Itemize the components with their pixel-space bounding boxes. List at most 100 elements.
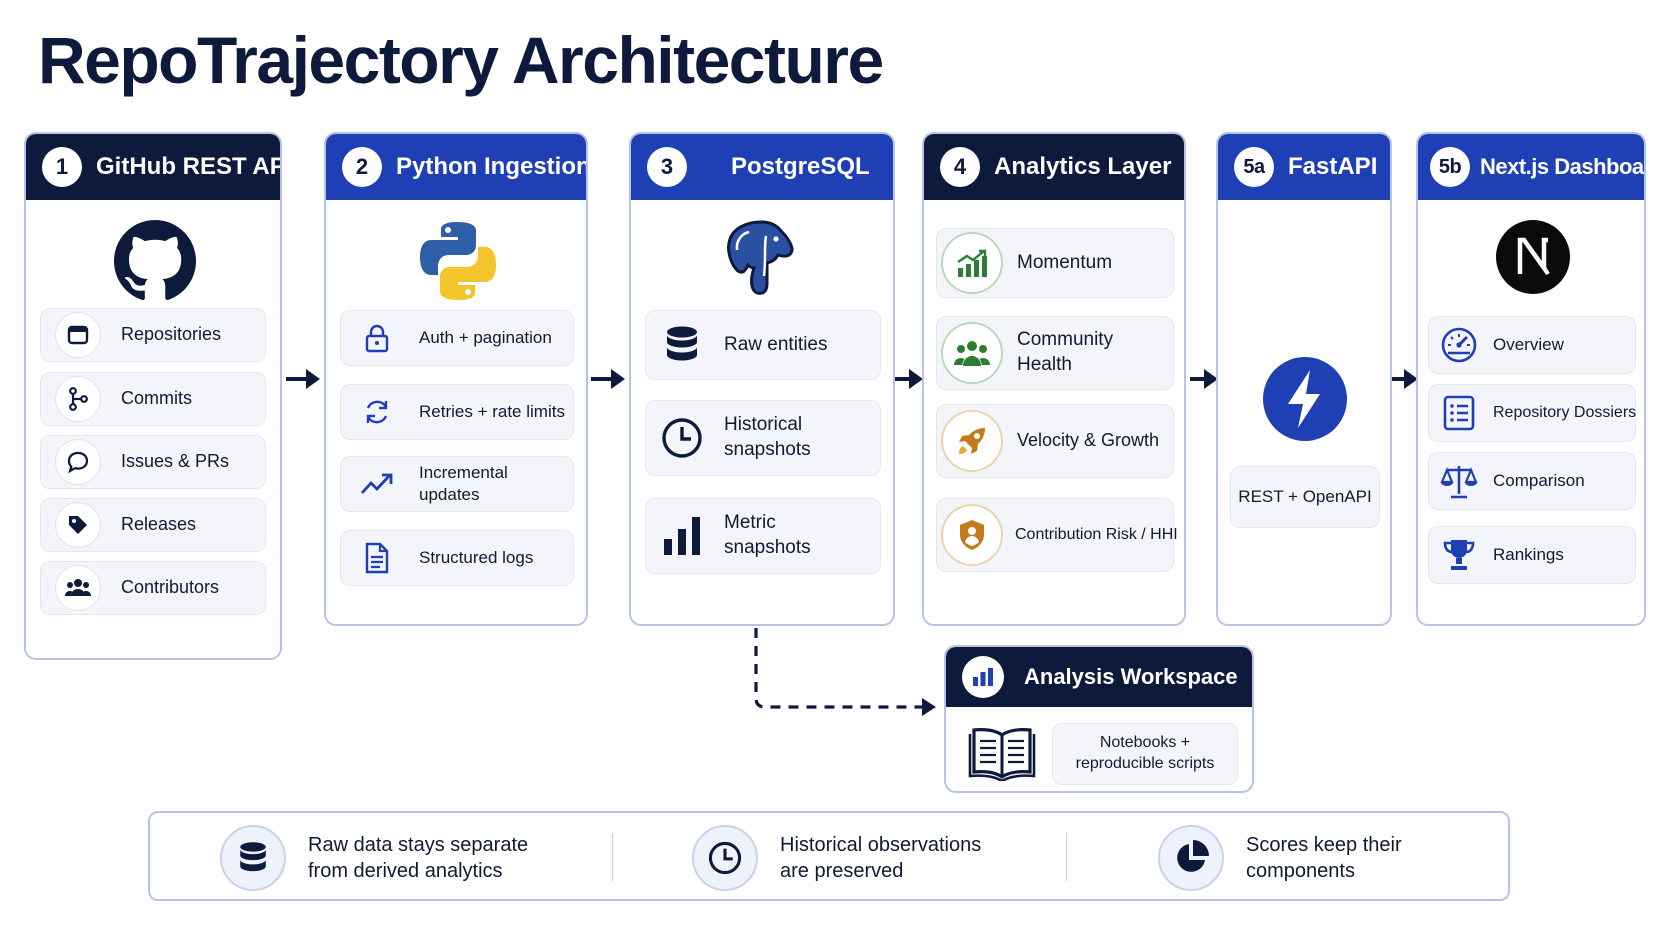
divider bbox=[612, 833, 613, 881]
database-icon bbox=[220, 825, 286, 891]
stage-postgres-header: 3 PostgreSQL bbox=[631, 134, 893, 200]
list-item[interactable]: Notebooks + reproducible scripts bbox=[1052, 723, 1238, 785]
list-item[interactable]: Momentum bbox=[936, 228, 1174, 298]
principle-text: Historical observations are preserved bbox=[780, 834, 982, 882]
rocket-icon bbox=[941, 410, 1003, 472]
list-item[interactable]: Releases bbox=[40, 498, 266, 552]
list-item[interactable]: Incremental updates bbox=[340, 456, 574, 512]
analysis-workspace-card: Analysis Workspace Notebooks + reproduci… bbox=[944, 645, 1254, 793]
step-badge: 5b bbox=[1430, 147, 1470, 187]
python-logo-icon bbox=[418, 220, 498, 307]
clock-icon bbox=[692, 825, 758, 891]
stage-github-card: 1 GitHub REST API Repositories Commits I… bbox=[24, 132, 282, 660]
list-item[interactable]: Commits bbox=[40, 372, 266, 426]
stage-postgres-card: 3 PostgreSQL Raw entities Historical sna… bbox=[629, 132, 895, 626]
list-item[interactable]: Velocity & Growth bbox=[936, 404, 1174, 478]
database-icon bbox=[660, 323, 704, 367]
workspace-header: Analysis Workspace bbox=[946, 647, 1252, 707]
step-badge: 1 bbox=[42, 147, 82, 187]
principle-item: Historical observations are preserved bbox=[692, 825, 981, 891]
item-label: Contribution Risk / HHI bbox=[1015, 525, 1178, 543]
step-badge: 3 bbox=[647, 147, 687, 187]
list-item[interactable]: Issues & PRs bbox=[40, 435, 266, 489]
item-label: Issues & PRs bbox=[121, 451, 230, 472]
step-badge: 4 bbox=[940, 147, 980, 187]
list-icon bbox=[1437, 391, 1481, 435]
list-item[interactable]: Community Health bbox=[936, 316, 1174, 390]
stage-title: GitHub REST API bbox=[96, 153, 282, 180]
people-icon bbox=[55, 565, 101, 611]
community-icon bbox=[941, 322, 1003, 384]
stage-ingestion-card: 2 Python Ingestion Auth + pagination Ret… bbox=[324, 132, 588, 626]
stage-title: FastAPI bbox=[1288, 153, 1378, 180]
tag-icon bbox=[55, 502, 101, 548]
stage-analytics-card: 4 Analytics Layer Momentum Community Hea… bbox=[922, 132, 1186, 626]
bar-chart-icon bbox=[962, 656, 1004, 698]
stage-github-header: 1 GitHub REST API bbox=[26, 134, 280, 200]
flow-arrow-icon bbox=[591, 369, 625, 389]
item-label: Comparison bbox=[1493, 470, 1585, 490]
dashed-connector bbox=[754, 628, 936, 716]
stage-title: PostgreSQL bbox=[731, 153, 870, 180]
item-label: Auth + pagination bbox=[419, 327, 552, 347]
principle-item: Scores keep their components bbox=[1158, 825, 1402, 891]
item-label: Repositories bbox=[121, 324, 222, 345]
stage-title: Python Ingestion bbox=[396, 153, 588, 180]
item-label: Structured logs bbox=[419, 547, 534, 567]
list-item[interactable]: Historical snapshots bbox=[645, 400, 881, 476]
item-label: Metric snapshots bbox=[724, 512, 811, 558]
divider bbox=[1066, 833, 1067, 881]
item-label: Momentum bbox=[1017, 251, 1113, 273]
stage-analytics-header: 4 Analytics Layer bbox=[924, 134, 1184, 200]
flow-arrow-icon bbox=[895, 369, 923, 389]
growth-chart-icon bbox=[941, 232, 1003, 294]
flow-arrow-icon bbox=[286, 369, 320, 389]
list-item[interactable]: Contribution Risk / HHI bbox=[936, 498, 1178, 572]
refresh-icon bbox=[355, 390, 399, 434]
page-title: RepoTrajectory Architecture bbox=[38, 23, 884, 97]
list-item[interactable]: Repositories bbox=[40, 308, 266, 362]
list-item[interactable]: Rankings bbox=[1428, 526, 1636, 584]
github-octocat-icon bbox=[114, 220, 196, 307]
principle-text: Scores keep their components bbox=[1246, 834, 1402, 882]
stage-nextjs-header: 5b Next.js Dashboard bbox=[1418, 134, 1644, 200]
nextjs-logo-icon bbox=[1496, 220, 1570, 299]
trend-up-icon bbox=[355, 462, 399, 506]
item-label: Incremental updates bbox=[419, 462, 508, 504]
gauge-icon bbox=[1437, 323, 1481, 367]
clock-icon bbox=[660, 416, 704, 460]
list-item[interactable]: Auth + pagination bbox=[340, 310, 574, 366]
git-branch-icon bbox=[55, 376, 101, 422]
stage-nextjs-card: 5b Next.js Dashboard Overview Repository… bbox=[1416, 132, 1646, 626]
item-label: Retries + rate limits bbox=[419, 401, 565, 421]
principles-bar: Raw data stays separate from derived ana… bbox=[148, 811, 1510, 901]
item-label: Raw entities bbox=[724, 333, 828, 355]
stage-title: Analytics Layer bbox=[994, 153, 1172, 180]
list-item[interactable]: Contributors bbox=[40, 561, 266, 615]
trophy-icon bbox=[1437, 533, 1481, 577]
principle-text: Raw data stays separate from derived ana… bbox=[308, 834, 529, 882]
bar-chart-icon bbox=[660, 514, 704, 558]
list-item[interactable]: Retries + rate limits bbox=[340, 384, 574, 440]
item-label: Rankings bbox=[1493, 544, 1564, 564]
item-label: REST + OpenAPI bbox=[1238, 486, 1372, 506]
list-item[interactable]: Structured logs bbox=[340, 530, 574, 586]
list-item[interactable]: Raw entities bbox=[645, 310, 881, 380]
stage-fastapi-header: 5a FastAPI bbox=[1218, 134, 1390, 200]
list-item[interactable]: Repository Dossiers bbox=[1428, 384, 1636, 442]
lock-icon bbox=[355, 316, 399, 360]
item-label: Repository Dossiers bbox=[1493, 403, 1637, 421]
list-item[interactable]: REST + OpenAPI bbox=[1230, 466, 1380, 528]
list-item[interactable]: Overview bbox=[1428, 316, 1636, 374]
stage-fastapi-card: 5a FastAPI REST + OpenAPI bbox=[1216, 132, 1392, 626]
stage-title: Next.js Dashboard bbox=[1480, 154, 1644, 179]
item-label: Commits bbox=[121, 388, 192, 409]
list-item[interactable]: Comparison bbox=[1428, 452, 1636, 510]
document-icon bbox=[355, 536, 399, 580]
item-label: Velocity & Growth bbox=[1017, 430, 1160, 451]
list-item[interactable]: Metric snapshots bbox=[645, 498, 881, 574]
stage-ingestion-header: 2 Python Ingestion bbox=[326, 134, 586, 200]
principle-item: Raw data stays separate from derived ana… bbox=[220, 825, 528, 891]
postgresql-elephant-icon bbox=[719, 216, 803, 305]
item-label: Contributors bbox=[121, 577, 220, 598]
